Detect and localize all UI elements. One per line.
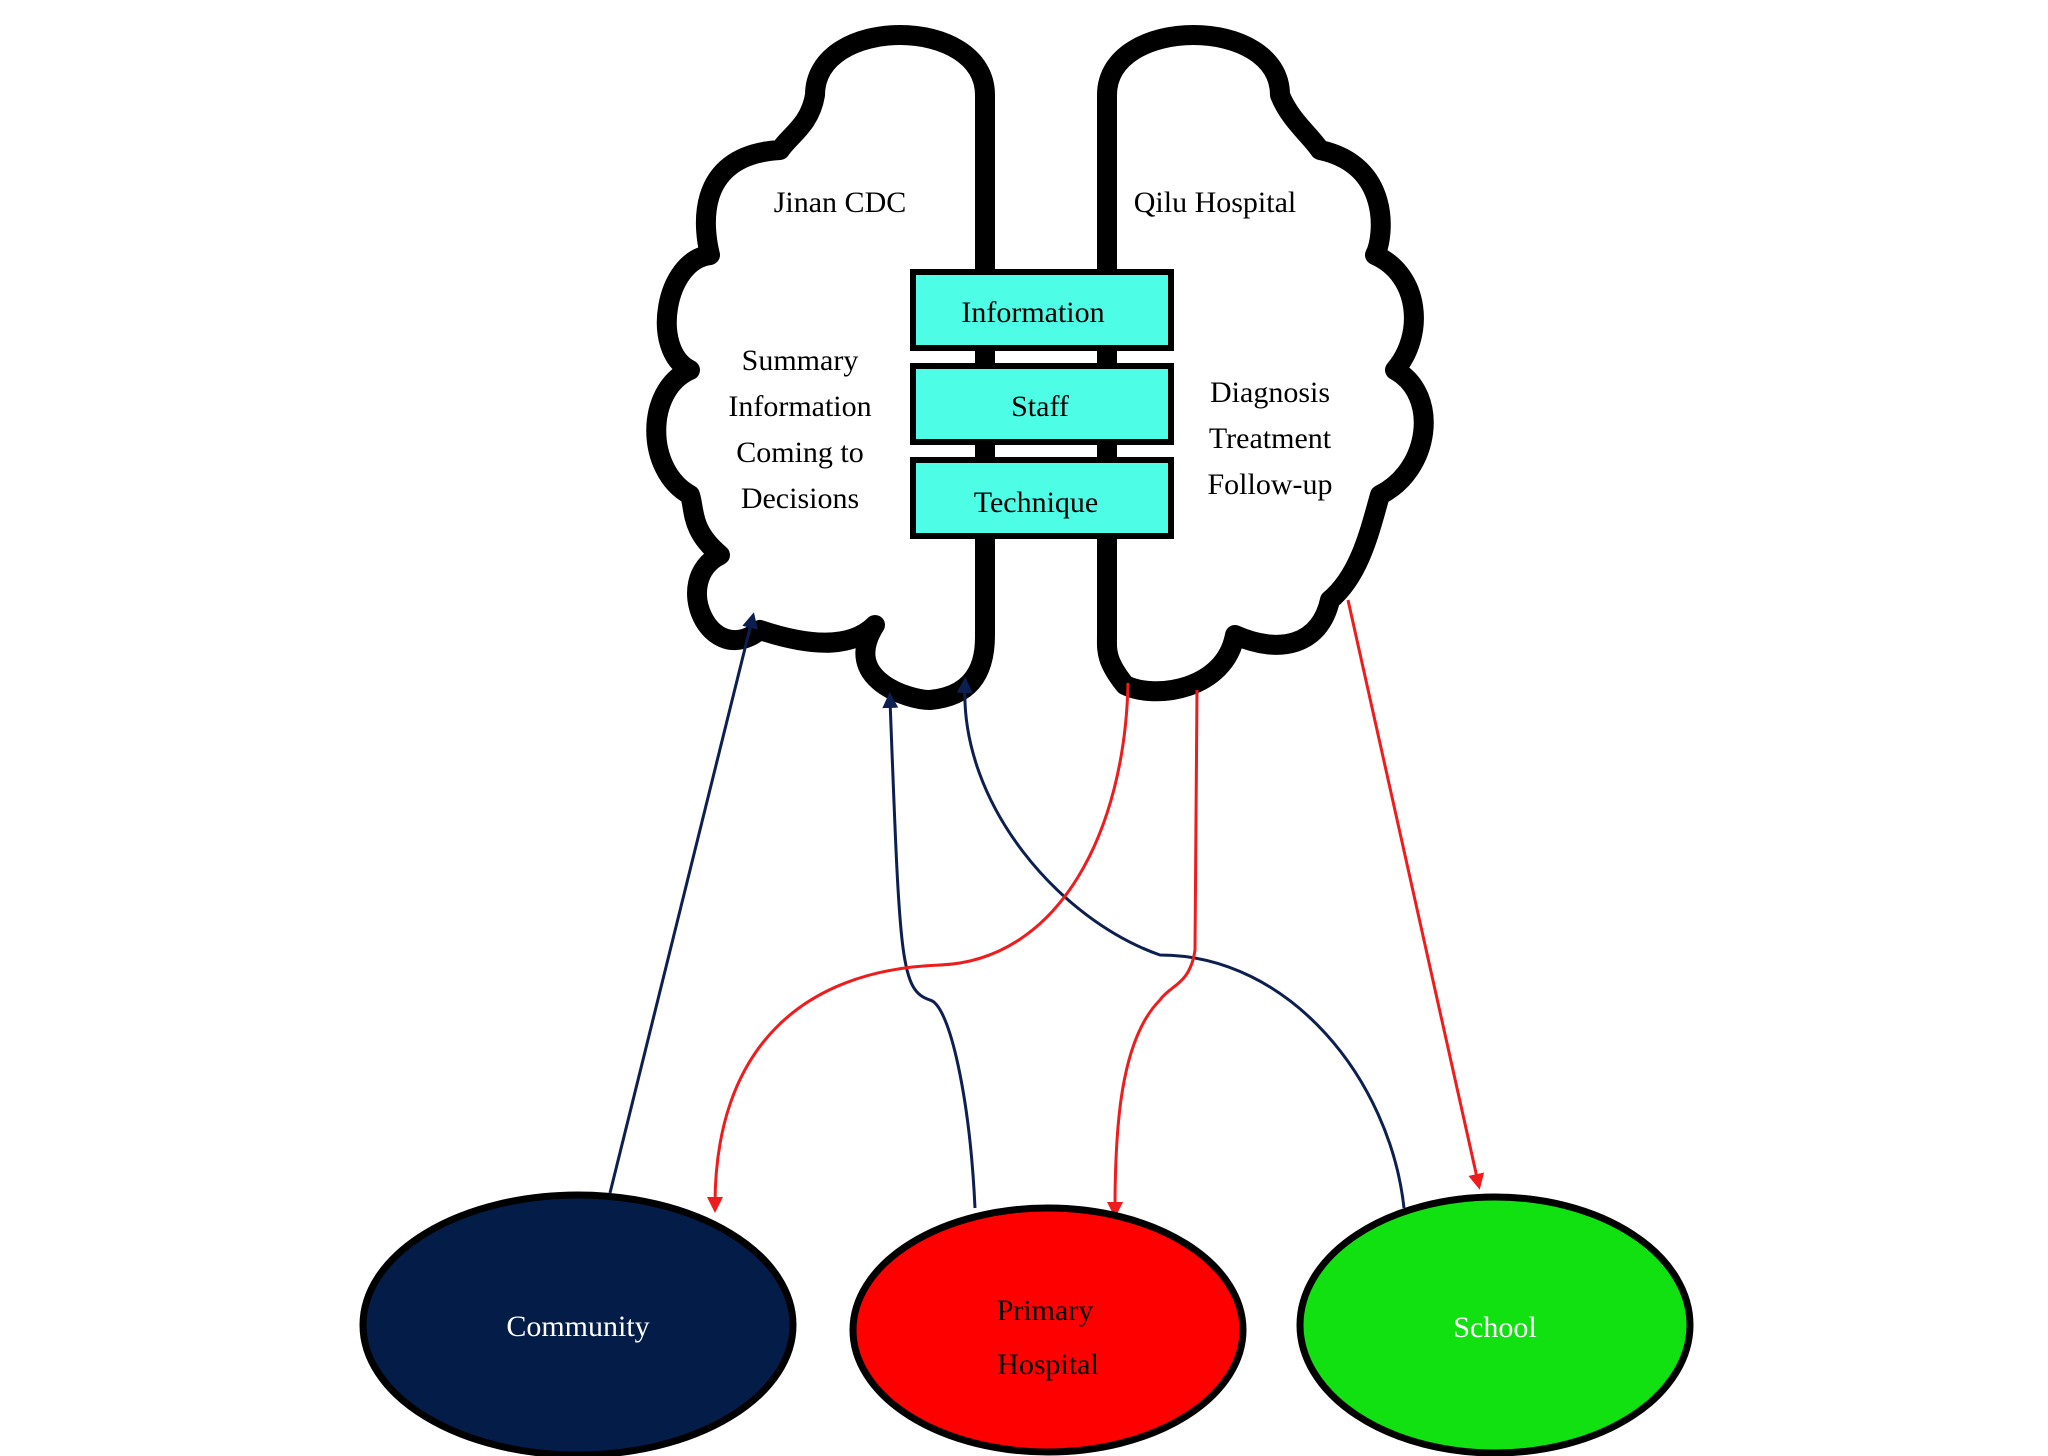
qilu-hospital-line-1: Diagnosis	[1210, 376, 1330, 409]
node-community: Community	[359, 1191, 797, 1456]
jinan-cdc-line-2: Information	[728, 390, 871, 423]
arrow-qilu-to-community	[707, 682, 1130, 1213]
jinan-cdc-line-1: Summary	[742, 344, 859, 377]
qilu-hospital-title: Qilu Hospital	[1134, 186, 1297, 219]
arrow-qilu-to-primary-hospital	[1107, 689, 1199, 1218]
node-school-label: School	[1453, 1311, 1536, 1344]
jinan-cdc-line-4: Decisions	[741, 482, 859, 515]
node-school: School	[1296, 1193, 1694, 1456]
jinan-cdc-cloud	[646, 25, 995, 710]
bridge-staff: Staff	[910, 363, 1174, 445]
node-community-label: Community	[506, 1310, 649, 1343]
bridge-information-label: Information	[961, 296, 1104, 329]
arrow-community-to-cdc	[608, 612, 758, 1194]
node-primary-hospital-label-2: Hospital	[997, 1348, 1099, 1381]
bridge-information: Information	[910, 269, 1174, 351]
node-primary-hospital-label-1: Primary	[997, 1294, 1094, 1327]
qilu-hospital-line-3: Follow-up	[1207, 468, 1332, 501]
qilu-hospital-line-2: Treatment	[1209, 422, 1332, 455]
arrow-school-to-cdc	[956, 677, 1406, 1209]
arrow-qilu-to-school	[1346, 599, 1485, 1190]
arrow-primary-hospital-to-cdc	[882, 692, 977, 1209]
jinan-cdc-title: Jinan CDC	[774, 186, 907, 219]
bridge-staff-label: Staff	[1011, 390, 1069, 423]
jinan-cdc-line-3: Coming to	[736, 436, 864, 469]
node-primary-hospital: Primary Hospital	[849, 1204, 1247, 1456]
qilu-hospital-cloud	[1096, 25, 1434, 702]
bridge-technique: Technique	[910, 457, 1174, 539]
bridge-technique-label: Technique	[974, 486, 1099, 519]
